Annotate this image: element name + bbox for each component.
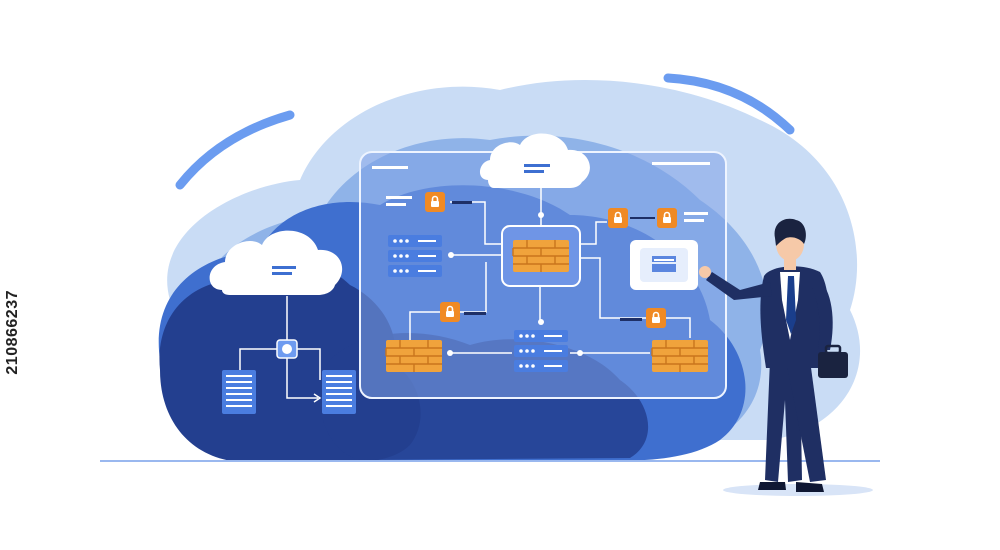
server-rack-icon-2: [514, 330, 568, 372]
lock-badge-icon-4: [439, 301, 461, 323]
panel-text-line: [386, 203, 406, 206]
server-rack-icon-1: [388, 235, 442, 277]
document-server-icon-right: [322, 370, 356, 414]
firewall-icon-right: [651, 339, 709, 373]
cloud-icon-top: [479, 133, 590, 188]
document-server-icon-left: [222, 370, 256, 414]
firewall-icon-center: [501, 225, 581, 287]
lock-badge-icon-1: [424, 191, 446, 213]
businessman-figure: [699, 218, 848, 492]
panel-header-line-right: [652, 162, 710, 165]
panel-text-line: [386, 196, 412, 199]
panel-header-line: [372, 166, 408, 169]
monitor-icon: [630, 240, 698, 290]
stock-id-watermark: 210866237: [4, 290, 21, 375]
firewall-icon-left: [385, 339, 443, 373]
lock-badge-icon-2: [607, 207, 629, 229]
cloud-icon-left: [209, 230, 343, 295]
arc-decoration-left: [175, 110, 295, 190]
lock-badge-icon-3: [656, 207, 678, 229]
hub-node-icon: [239, 296, 322, 403]
briefcase-icon: [818, 344, 848, 378]
lock-badge-icon-5: [645, 307, 667, 329]
arc-decoration-right: [663, 73, 795, 135]
